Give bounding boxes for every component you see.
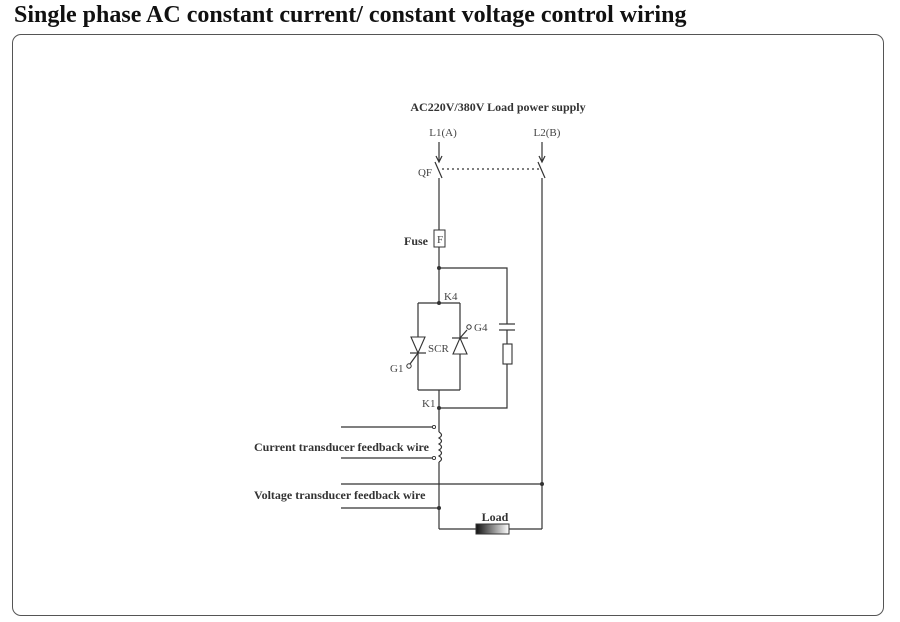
current-feedback-label: Current transducer feedback wire xyxy=(254,440,430,454)
supply-label: AC220V/380V Load power supply xyxy=(410,100,585,114)
fuse-symbol: F xyxy=(433,229,446,248)
l1-terminal-arrow xyxy=(435,142,443,164)
l2-terminal-arrow xyxy=(538,142,546,164)
rc-snubber xyxy=(439,267,515,409)
fuse-label: Fuse xyxy=(404,234,429,248)
qf-breaker xyxy=(434,161,546,179)
junction-dot xyxy=(437,406,441,410)
l2-label: L2(B) xyxy=(534,127,561,139)
svg-text:F: F xyxy=(437,234,443,246)
qf-label: QF xyxy=(418,167,432,179)
g4-label: G4 xyxy=(474,322,488,334)
g1-label: G1 xyxy=(390,363,403,375)
page-title: Single phase AC constant current/ consta… xyxy=(14,2,687,28)
voltage-feedback-wires xyxy=(341,482,544,510)
voltage-feedback-label: Voltage transducer feedback wire xyxy=(254,488,426,502)
current-feedback-wires xyxy=(341,424,437,461)
scr-pair xyxy=(406,302,472,391)
k4-label: K4 xyxy=(444,291,458,303)
load-label: Load xyxy=(482,510,509,524)
diagram-frame xyxy=(12,34,884,616)
scr-label: SCR xyxy=(428,343,449,355)
k1-label: K1 xyxy=(422,398,435,410)
load-symbol xyxy=(439,523,542,535)
l1-label: L1(A) xyxy=(429,127,457,139)
current-transducer-coil xyxy=(437,431,443,463)
